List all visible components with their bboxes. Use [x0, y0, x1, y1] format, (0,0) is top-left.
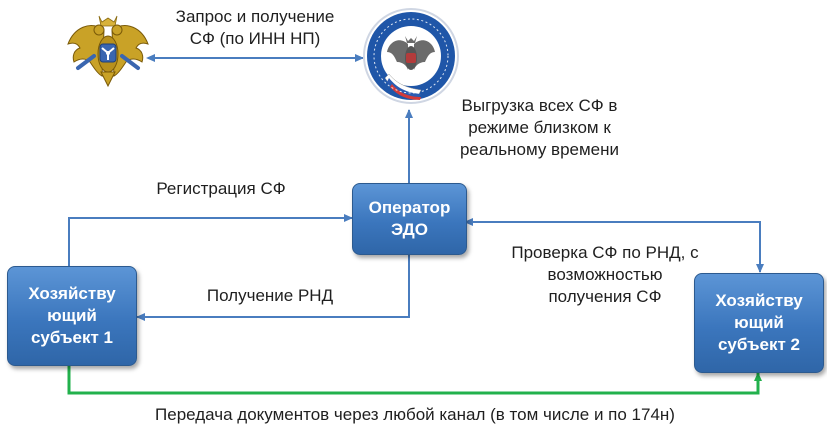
check-label-line-3: получения СФ — [548, 287, 662, 306]
subject-1-box: Хозяйству ющий субъект 1 — [7, 266, 137, 366]
tax-service-seal-icon — [363, 8, 459, 104]
subject-1-box-line-2: ющий — [47, 306, 97, 325]
check-label-line-1: Проверка СФ по РНД, с — [511, 243, 699, 262]
upload-label-line-2: режиме близком к — [468, 118, 611, 137]
request-label-line-1: Запрос и получение — [175, 7, 335, 26]
request-label-line-2: СФ (по ИНН НП) — [189, 29, 321, 48]
subject-2-box-line-3: субъект 2 — [717, 335, 801, 354]
upload-label-line-3: реальному времени — [459, 140, 620, 159]
subject-2-box: Хозяйству ющий субъект 2 — [694, 273, 824, 373]
transfer-arrow — [67, 364, 762, 395]
subject-2-box-line-2: ющий — [734, 313, 784, 332]
operator-edo-box: Оператор ЭДО — [352, 183, 467, 255]
rnd-receive-label: Получение РНД — [206, 286, 334, 305]
subject-1-box-line-1: Хозяйству — [28, 284, 116, 303]
upload-label-line-1: Выгрузка всех СФ в — [461, 96, 618, 115]
check-label-line-2: возможностью — [547, 265, 663, 284]
subject-2-box-line-1: Хозяйству — [715, 291, 803, 310]
rnd-receive-arrow — [136, 255, 410, 321]
double-headed-eagle-emblem-icon — [67, 15, 149, 88]
transfer-label: Передача документов через любой канал (в… — [155, 405, 675, 424]
check-label: Проверка СФ по РНД, с возможностью получ… — [485, 242, 725, 308]
upload-label: Выгрузка всех СФ в режиме близком к реал… — [427, 95, 652, 161]
request-label: Запрос и получение СФ (по ИНН НП) — [150, 6, 360, 50]
check-arrow — [464, 218, 764, 273]
operator-box-line-2: ЭДО — [390, 220, 428, 239]
subject-1-box-line-3: субъект 1 — [30, 328, 114, 347]
registration-arrow — [68, 214, 353, 266]
registration-label: Регистрация СФ — [156, 179, 286, 198]
operator-box-line-1: Оператор — [368, 198, 451, 217]
